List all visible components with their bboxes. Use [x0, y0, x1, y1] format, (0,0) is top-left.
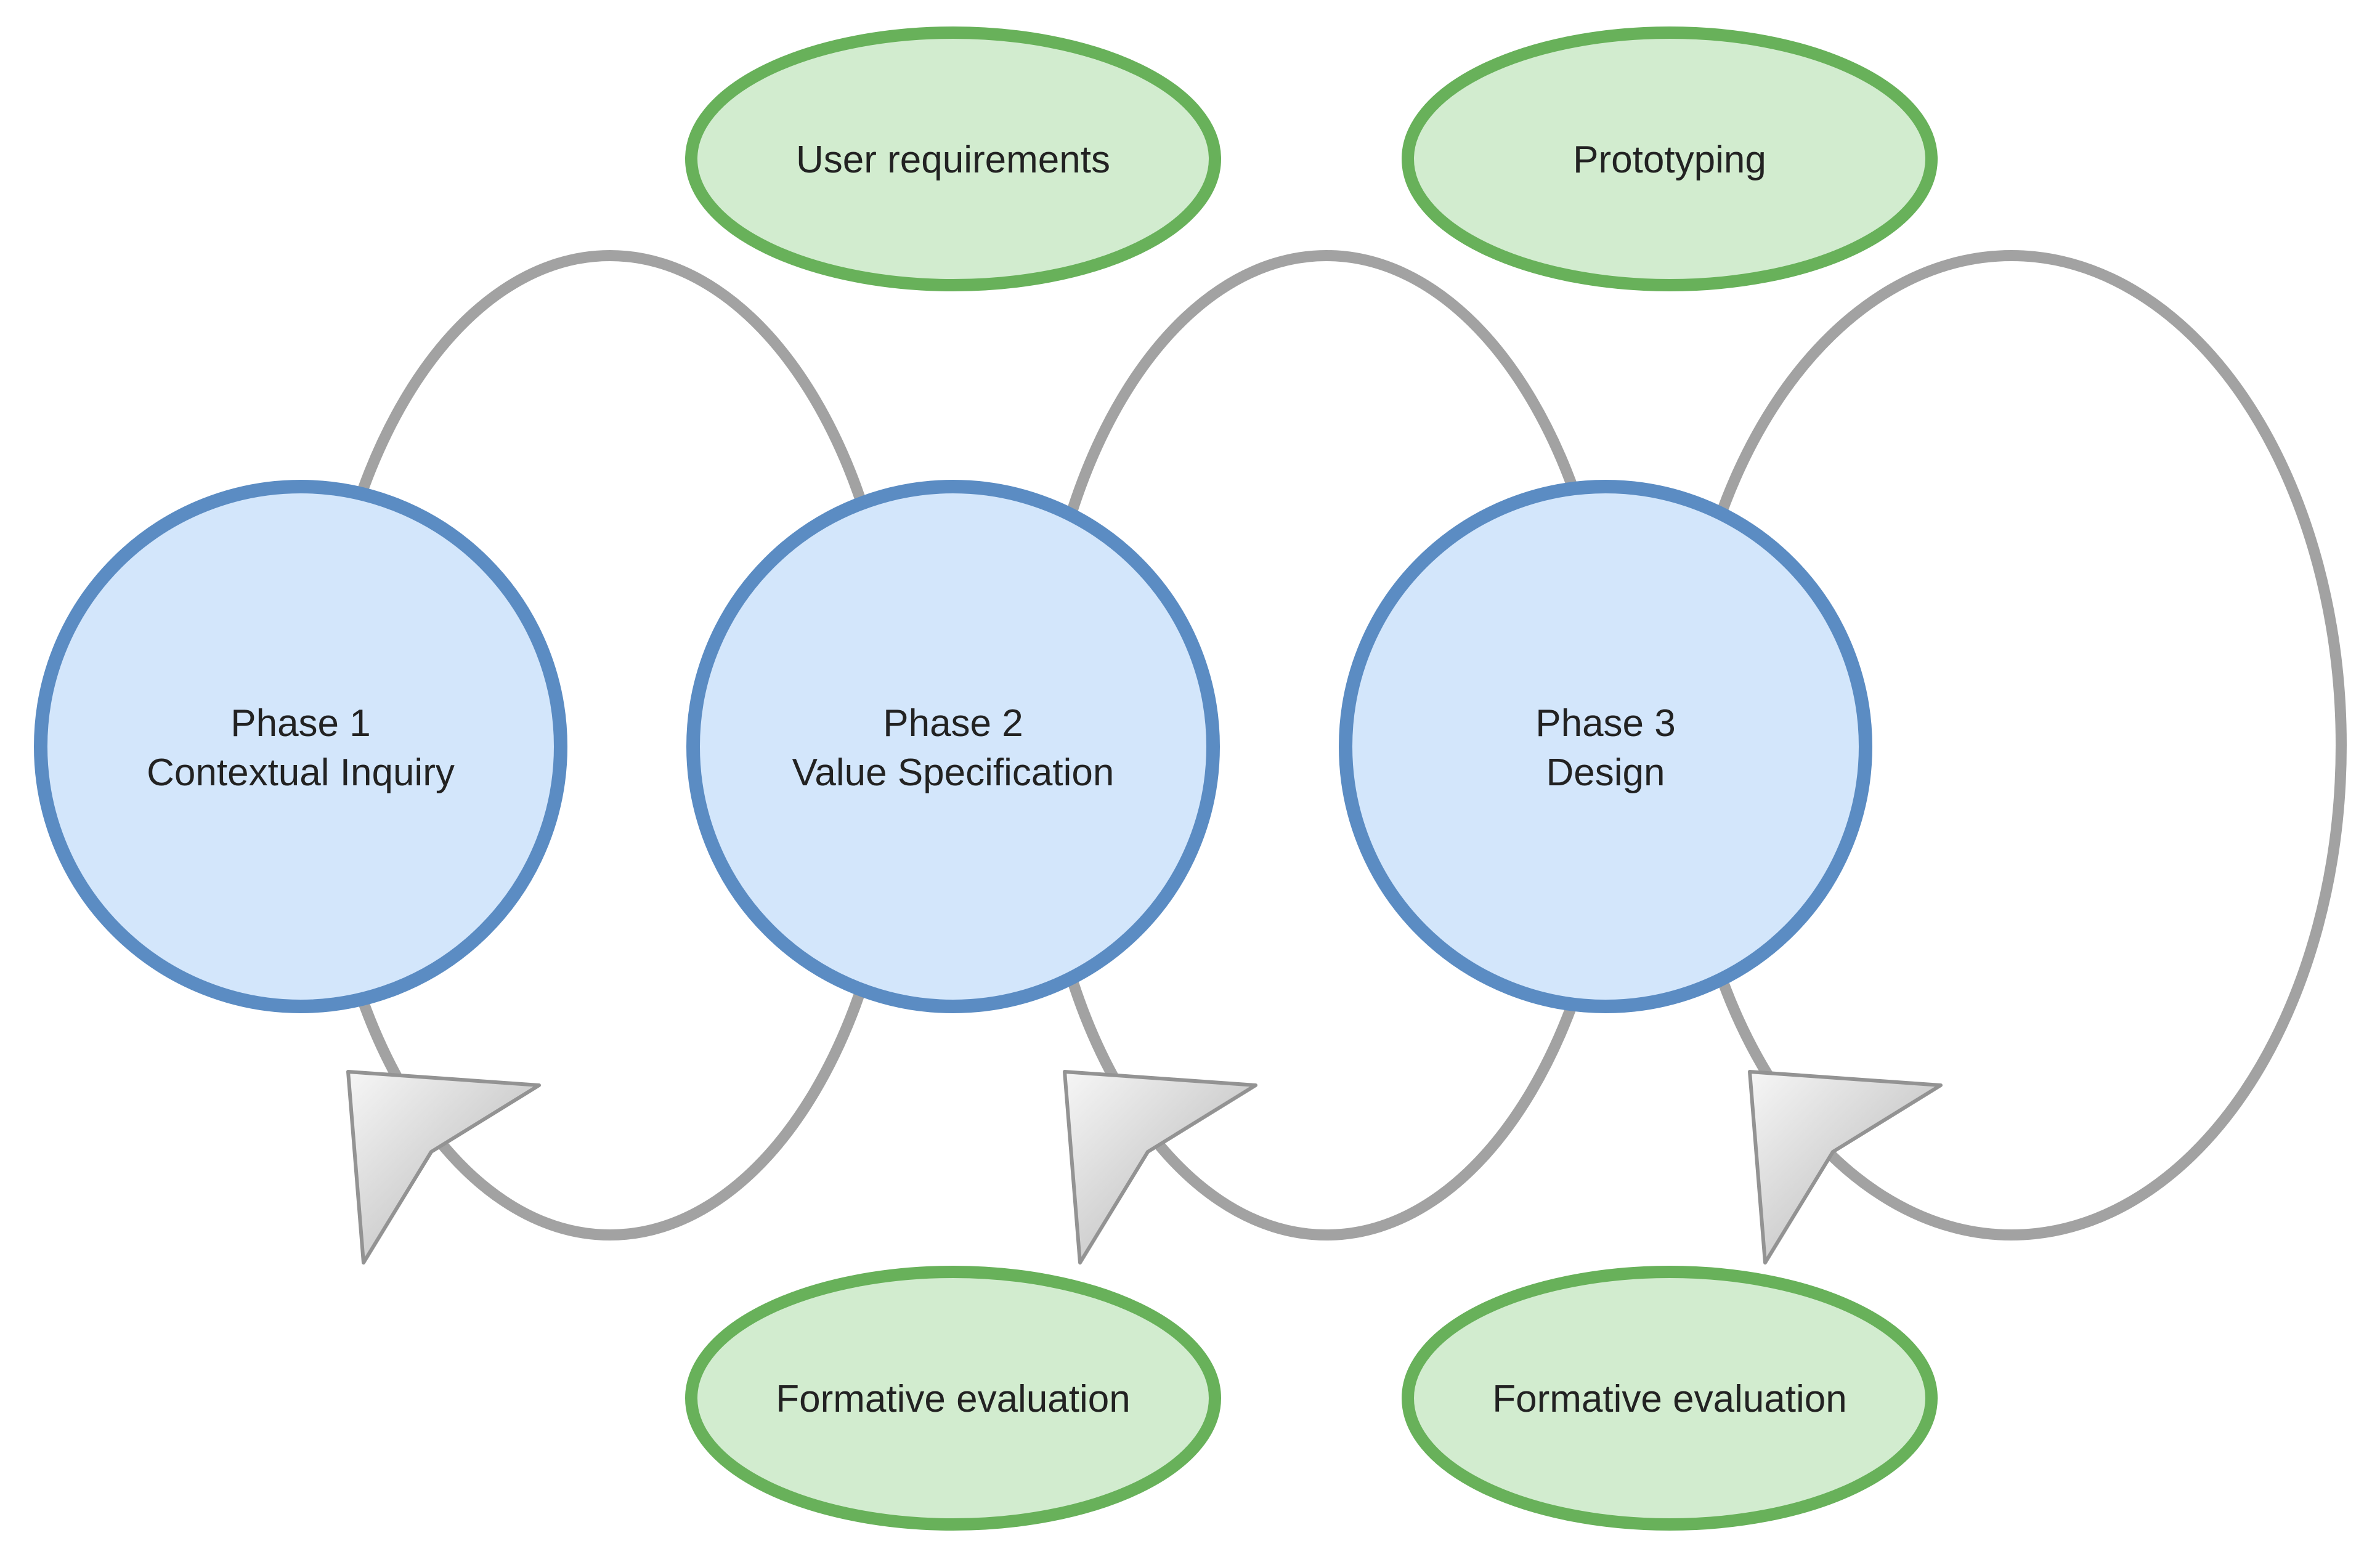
phase-2-subtitle: Value Specification [792, 751, 1115, 794]
phase-1-node: Phase 1 Contextual Inquiry [34, 480, 567, 1013]
phase-3-title: Phase 3 [1535, 702, 1676, 745]
phase-1-subtitle: Contextual Inquiry [147, 751, 455, 794]
loop-arrowhead-3 [1748, 1070, 1943, 1265]
phase-3-circle [1339, 480, 1872, 1013]
activity-prototyping: Prototyping [1402, 26, 1938, 291]
activity-prototyping-label: Prototyping [1573, 139, 1766, 181]
activity-formative-evaluation-1-label: Formative evaluation [776, 1378, 1131, 1420]
loop-arrowhead-1 [346, 1070, 541, 1265]
loop-arrowhead-2 [1063, 1070, 1257, 1265]
phase-1-title: Phase 1 [230, 702, 371, 745]
activity-user-requirements: User requirements [685, 26, 1221, 291]
activity-formative-evaluation-1: Formative evaluation [685, 1266, 1221, 1531]
phase-3-node: Phase 3 Design [1339, 480, 1872, 1013]
phase-1-circle [34, 480, 567, 1013]
activity-formative-evaluation-2-label: Formative evaluation [1492, 1378, 1847, 1420]
phase-2-title: Phase 2 [883, 702, 1023, 745]
phase-2-node: Phase 2 Value Specification [686, 480, 1220, 1013]
phase-2-circle [686, 480, 1220, 1013]
activity-user-requirements-label: User requirements [796, 139, 1110, 181]
phase-3-subtitle: Design [1546, 751, 1665, 794]
activity-formative-evaluation-2: Formative evaluation [1402, 1266, 1938, 1531]
